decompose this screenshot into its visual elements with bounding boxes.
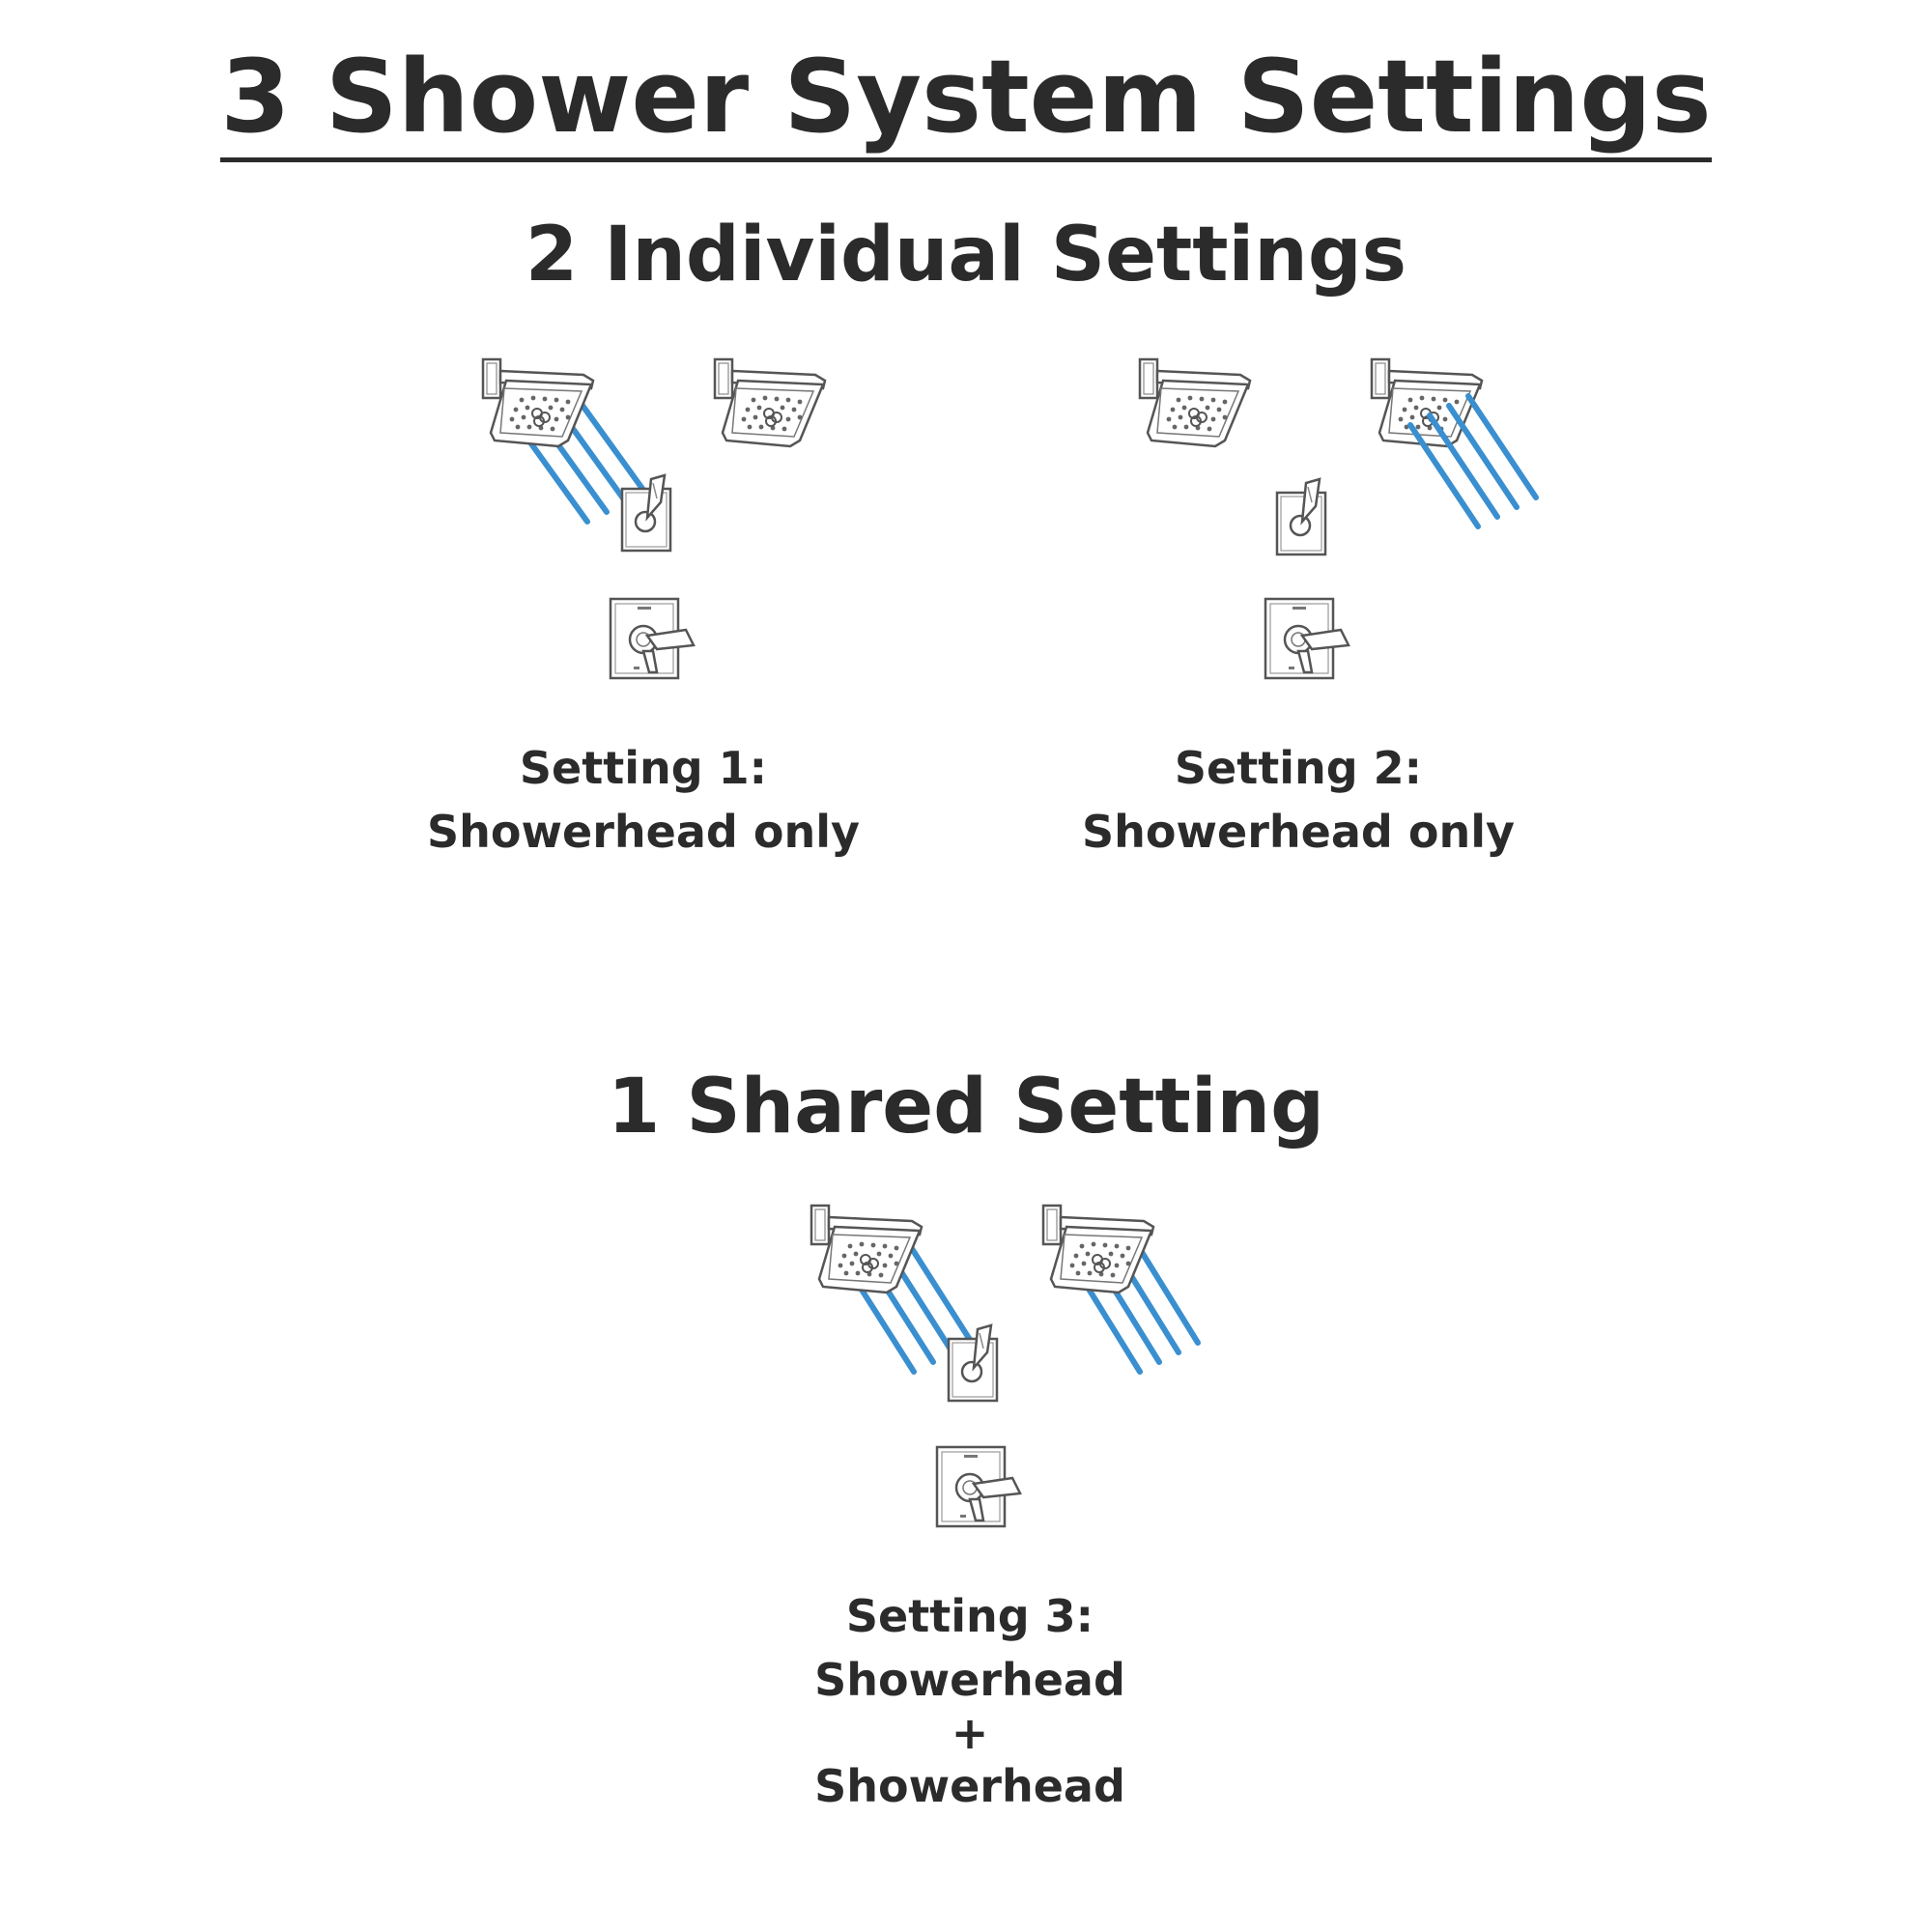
setting-2-name: Setting 2: xyxy=(1174,742,1423,794)
setting-1-diagram xyxy=(481,357,827,680)
setting-3-diverter-handle-icon xyxy=(947,1323,999,1403)
setting-3-line-1: Showerhead xyxy=(814,1654,1125,1706)
page-title: 3 Shower System Settings xyxy=(0,37,1932,162)
setting-3-right-showerhead-icon xyxy=(1041,1204,1155,1294)
setting-1-description: Showerhead only xyxy=(427,806,860,858)
setting-2-left-showerhead-icon xyxy=(1138,357,1252,448)
setting-2-diagram xyxy=(1138,357,1539,680)
setting-1-label: Setting 1: Showerhead only xyxy=(402,736,885,864)
page-title-text: 3 Shower System Settings xyxy=(220,38,1712,162)
setting-2-label: Setting 2: Showerhead only xyxy=(1057,736,1540,864)
setting-3-line-2: Showerhead xyxy=(814,1760,1125,1812)
setting-1-diverter-handle-icon xyxy=(620,473,672,553)
setting-1-name: Setting 1: xyxy=(519,742,768,794)
setting-1-right-showerhead-icon xyxy=(713,357,827,448)
setting-3-label: Setting 3: Showerhead + Showerhead xyxy=(728,1584,1211,1818)
setting-2-water-spray xyxy=(1407,393,1539,529)
individual-settings-heading: 2 Individual Settings xyxy=(525,212,1407,298)
setting-3-name: Setting 3: xyxy=(845,1590,1094,1642)
setting-2-description: Showerhead only xyxy=(1082,806,1515,858)
setting-3-diagram xyxy=(810,1204,1201,1528)
setting-2-valve-trim-icon xyxy=(1264,597,1350,680)
setting-3-plus: + xyxy=(951,1707,989,1759)
setting-1-valve-trim-icon xyxy=(609,597,696,680)
setting-2-diverter-handle-icon xyxy=(1275,477,1327,556)
shared-setting-heading: 1 Shared Setting xyxy=(608,1064,1324,1151)
setting-3-valve-trim-icon xyxy=(935,1445,1022,1528)
